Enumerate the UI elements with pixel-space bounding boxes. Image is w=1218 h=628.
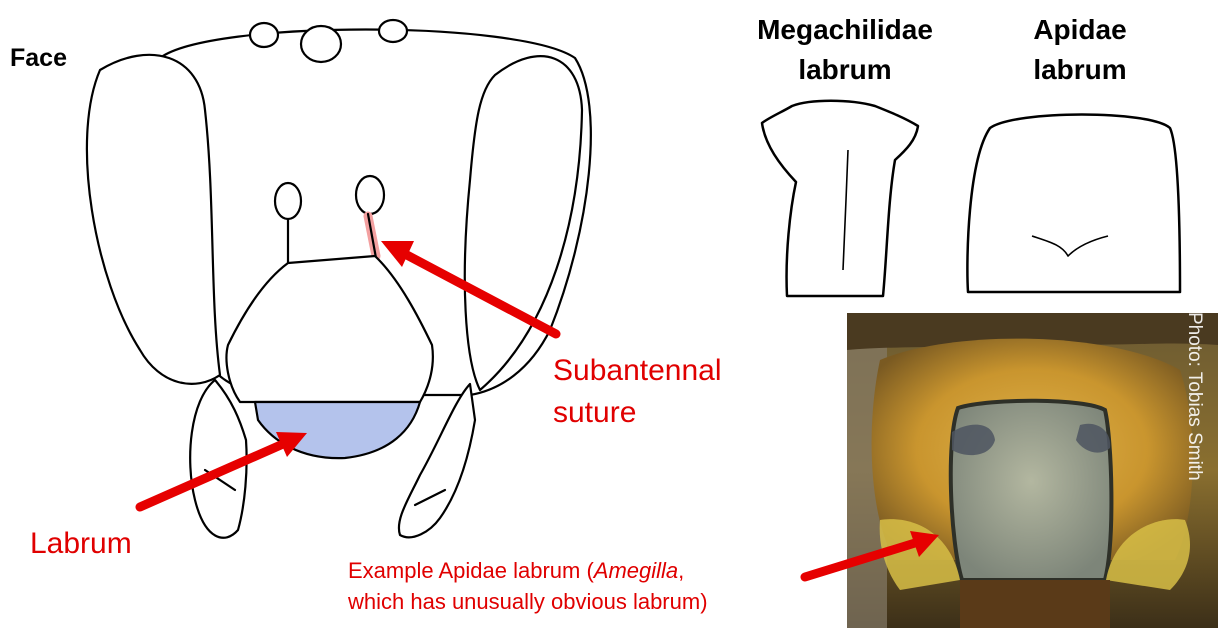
megachilidae-labrum-outline (762, 101, 918, 296)
example-label-before: Example Apidae labrum ( (348, 558, 594, 583)
antennal-socket-right (356, 176, 384, 214)
apidae-heading-line2: labrum (1005, 50, 1155, 90)
photo-bottom-mouthparts (960, 580, 1110, 628)
antennal-socket-left (275, 183, 301, 219)
apidae-labrum-drawing (967, 115, 1180, 293)
example-label-line2: which has unusually obvious labrum) (348, 586, 708, 617)
face-title: Face (10, 44, 67, 73)
bee-face-drawing (87, 20, 591, 538)
example-label-after: , (678, 558, 684, 583)
ocellus-left (250, 23, 278, 47)
megachilidae-heading-line2: labrum (740, 50, 950, 90)
amegilla-photo (847, 313, 1218, 628)
subantennal-suture-label: Subantennal suture (553, 350, 722, 434)
megachilidae-heading: Megachilidae labrum (740, 10, 950, 90)
example-label-line1: Example Apidae labrum (Amegilla, (348, 555, 708, 586)
left-eye (87, 55, 220, 384)
megachilidae-heading-line1: Megachilidae (740, 10, 950, 50)
example-apidae-label: Example Apidae labrum (Amegilla, which h… (348, 555, 708, 617)
ocellus-center (301, 26, 341, 62)
apidae-heading: Apidae labrum (1005, 10, 1155, 90)
photo-credit: Photo: Tobias Smith (1183, 312, 1205, 481)
labrum-label: Labrum (30, 527, 132, 562)
apidae-heading-line1: Apidae (1005, 10, 1155, 50)
apidae-labrum-outline (967, 115, 1180, 293)
subantennal-label-line2: suture (553, 392, 722, 434)
right-eye (465, 56, 582, 390)
subantennal-label-line1: Subantennal (553, 350, 722, 392)
ocellus-right (379, 20, 407, 42)
megachilidae-labrum-drawing (762, 101, 918, 296)
example-label-genus: Amegilla (594, 558, 678, 583)
